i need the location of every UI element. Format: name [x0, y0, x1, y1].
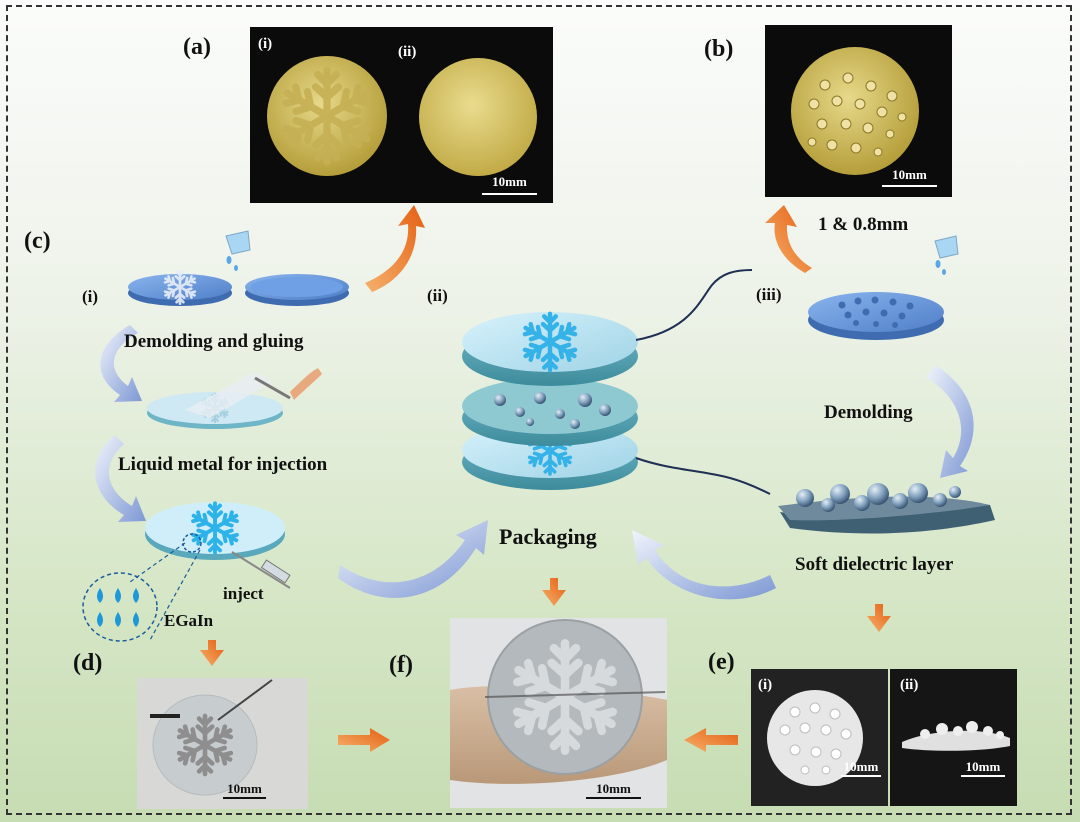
step-i-label: (i) — [82, 287, 99, 306]
photo-e — [751, 669, 1017, 806]
arrow-up-to-a — [365, 205, 425, 292]
panel-c-label: (c) — [24, 228, 51, 254]
photo-b-dots — [807, 72, 907, 157]
egain-droplets-icon — [97, 588, 139, 627]
soft-dielectric-label: Soft dielectric layer — [795, 554, 954, 575]
panel-e-scale-i: 10mm — [843, 759, 879, 774]
arrow-demolding — [926, 365, 974, 478]
panel-a-label: (a) — [183, 34, 211, 60]
step-ii-label: (ii) — [427, 286, 448, 305]
panel-e-sub-ii: (ii) — [900, 677, 919, 693]
panel-f-label: (f) — [389, 652, 413, 678]
egain-label: EGaIn — [164, 611, 214, 630]
wire-top — [635, 269, 753, 341]
arrow-e-to-f — [684, 728, 738, 752]
hand-icon — [290, 368, 322, 400]
panel-d-scale: 10mm — [227, 781, 262, 796]
arrow-down-1 — [100, 325, 142, 402]
panel-f-scale: 10mm — [596, 781, 631, 796]
arrow-down-to-f — [542, 578, 566, 606]
photo-a — [250, 27, 553, 203]
panel-e-scale-ii: 10mm — [965, 759, 1001, 774]
stack-assembly — [462, 269, 771, 495]
mold-snowflake — [128, 270, 232, 306]
panel-a-sub-ii: (ii) — [398, 44, 417, 60]
inject-label: inject — [223, 584, 264, 603]
arrow-to-packaging-left — [338, 520, 488, 598]
panel-e-sub-i: (i) — [758, 677, 773, 693]
wire-bottom — [635, 457, 771, 495]
demolding-label: Demolding — [824, 402, 913, 423]
figure-frame — [6, 5, 1072, 815]
arrow-down-to-d — [200, 640, 224, 666]
photo-d — [137, 678, 308, 809]
panel-b-caption: 1 & 0.8mm — [818, 214, 909, 235]
packaging-label: Packaging — [499, 524, 597, 549]
step-iii-label: (iii) — [756, 285, 782, 304]
photo-f — [450, 618, 667, 808]
pour-cup-icon — [225, 230, 251, 271]
demolding-gluing-label: Demolding and gluing — [124, 331, 304, 352]
panel-a-sub-i: (i) — [258, 36, 273, 52]
panel-b-label: (b) — [704, 36, 734, 62]
arrow-d-to-f — [338, 728, 390, 752]
arrow-down-to-e — [867, 604, 891, 632]
arrow-up-to-b — [765, 205, 812, 273]
gluing-disc — [147, 368, 322, 429]
soft-dielectric-layer — [778, 483, 995, 534]
injection-disc — [145, 502, 291, 589]
egain-zoom-circle — [82, 572, 158, 642]
panel-b-scale: 10mm — [892, 167, 927, 182]
mold-flat — [245, 274, 349, 306]
panel-a-scale: 10mm — [492, 174, 527, 189]
arrow-to-packaging-right — [632, 530, 776, 600]
arrow-down-2 — [95, 435, 146, 522]
panel-e-label: (e) — [708, 649, 735, 675]
syringe-icon — [260, 559, 291, 584]
liquid-metal-label: Liquid metal for injection — [118, 454, 328, 475]
panel-d-label: (d) — [73, 650, 103, 676]
photo-b — [765, 25, 952, 197]
syringe-needle — [231, 551, 291, 589]
dielectric-mold — [808, 292, 944, 340]
stack-beads — [494, 392, 611, 429]
pour-cup-icon-2 — [934, 235, 959, 275]
photo-a-blank-disc — [419, 58, 537, 176]
